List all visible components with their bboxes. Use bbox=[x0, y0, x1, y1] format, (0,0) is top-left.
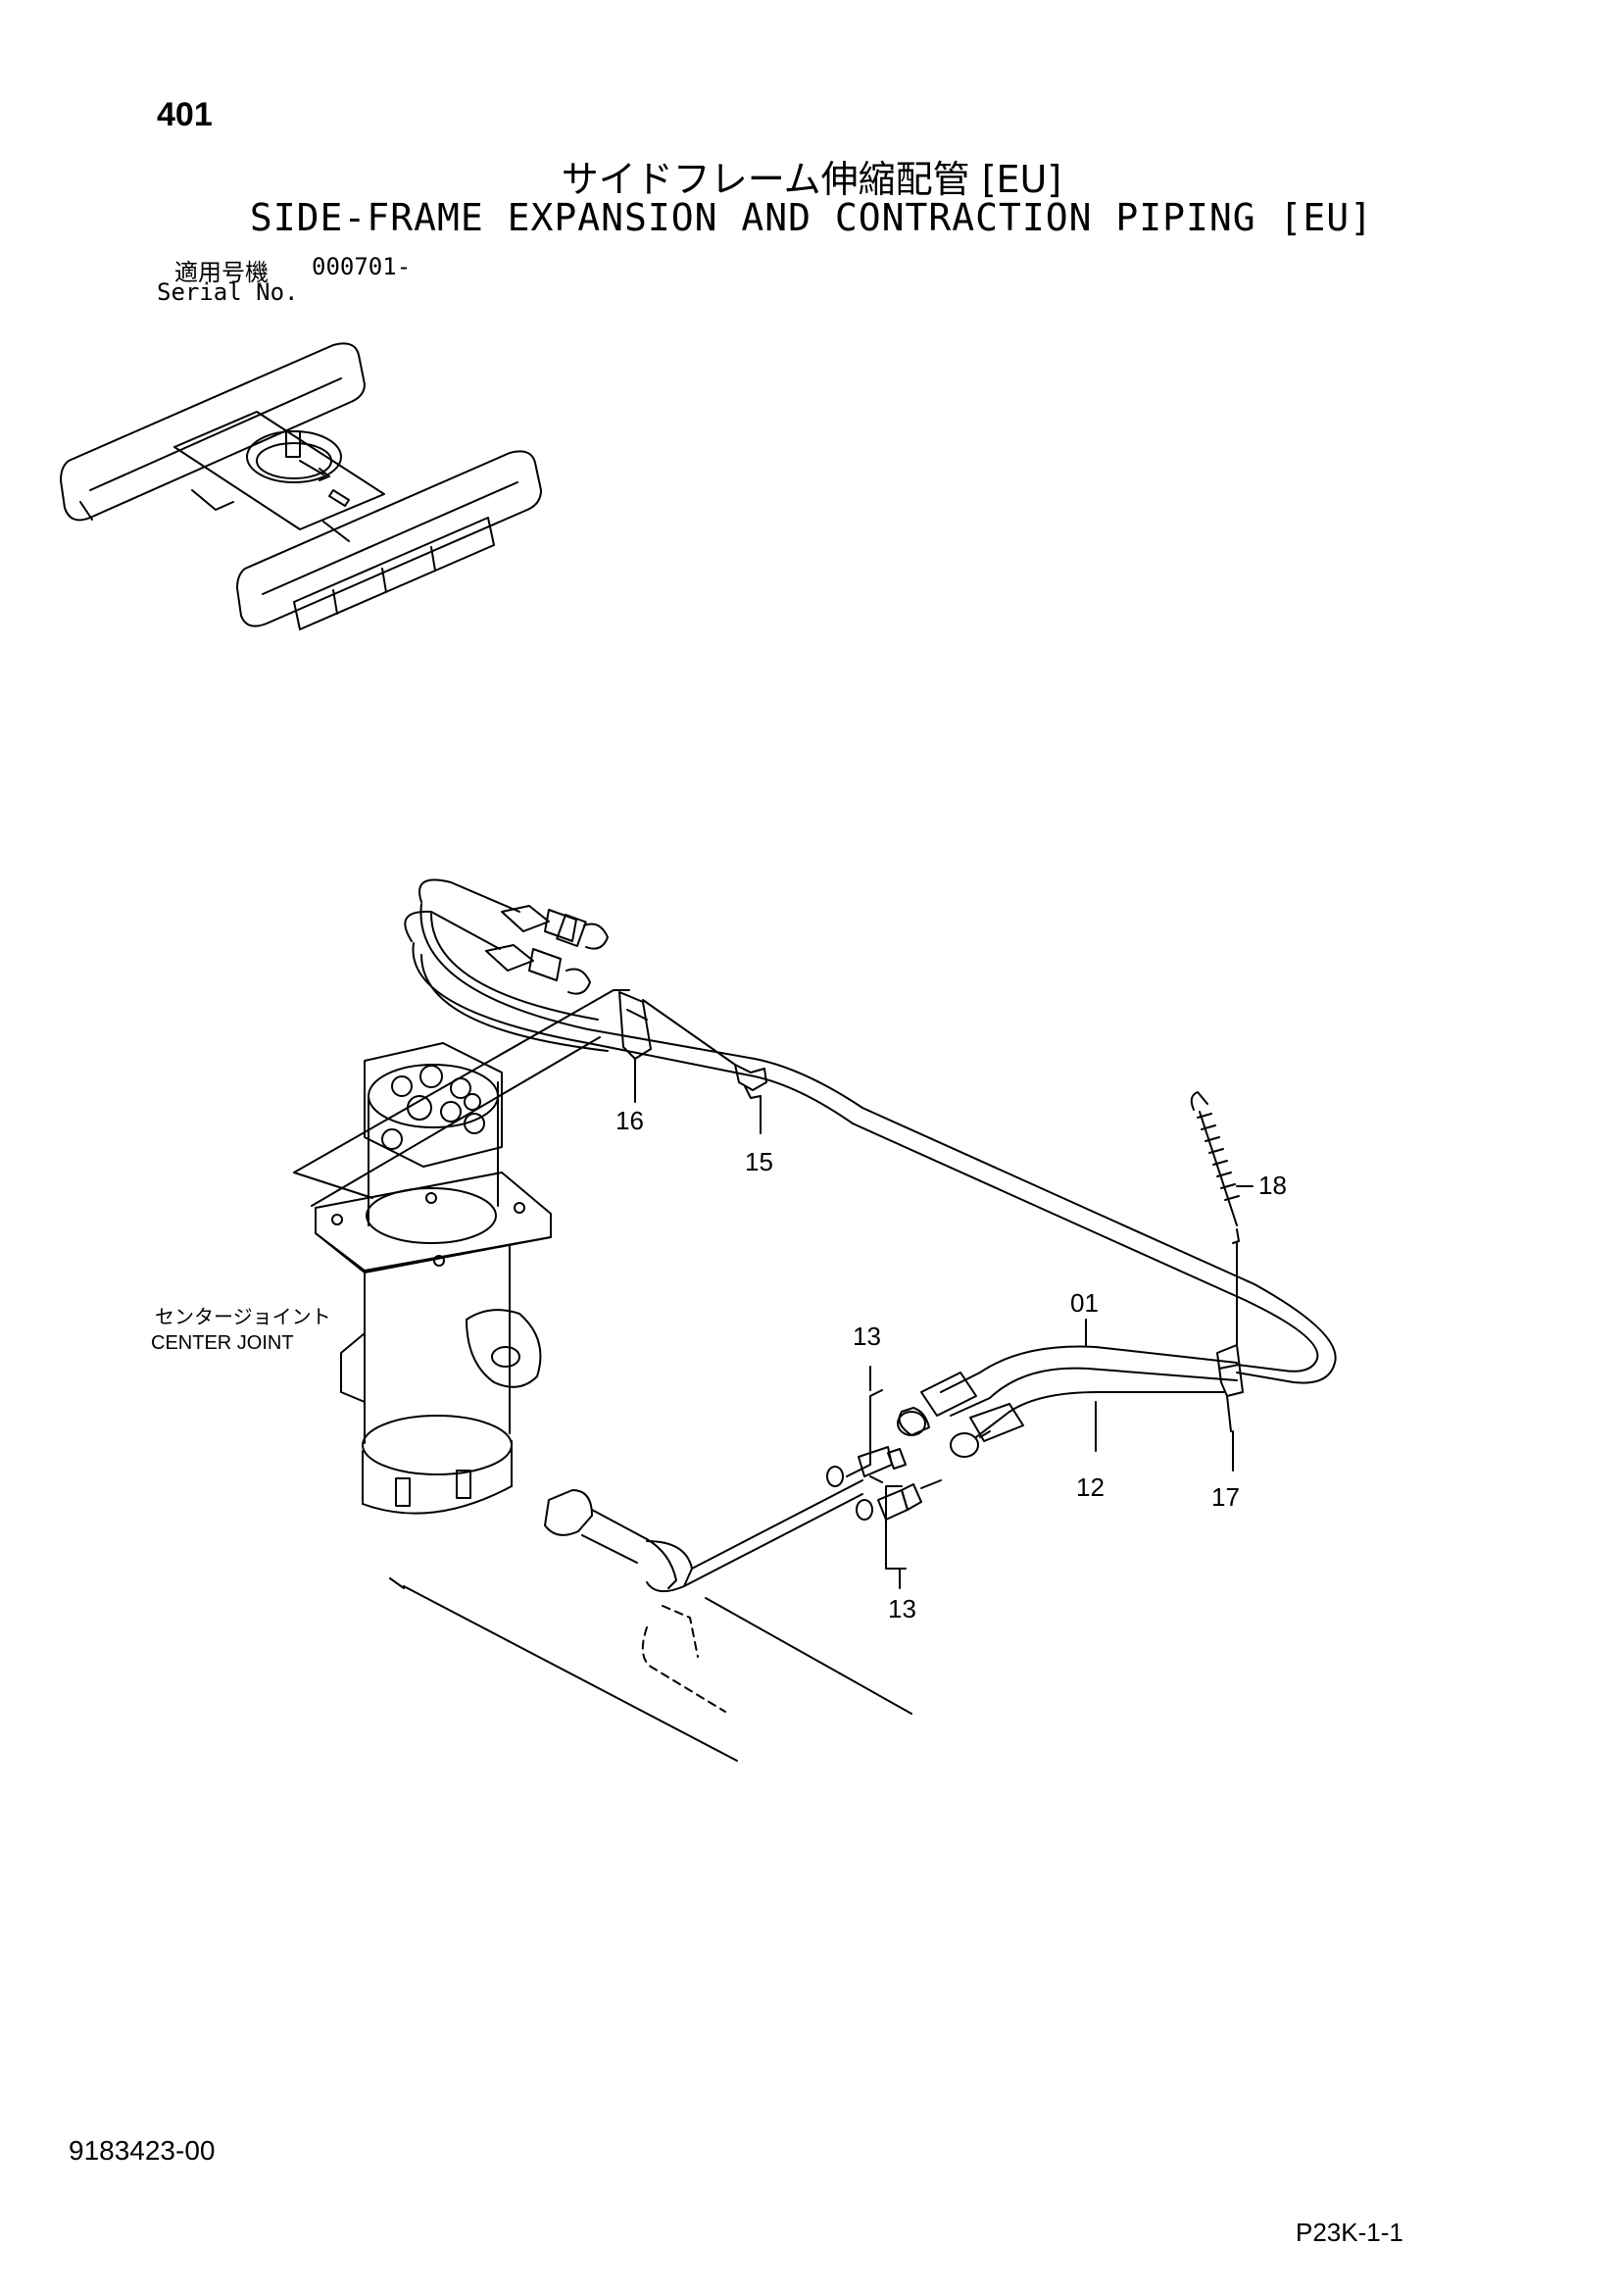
adapter-13 bbox=[826, 1389, 942, 1570]
page-code: P23K-1-1 bbox=[1296, 2218, 1403, 2247]
spring-18 bbox=[1190, 1091, 1240, 1346]
callout-16: 16 bbox=[615, 1106, 644, 1135]
page-title-english: SIDE-FRAME EXPANSION AND CONTRACTION PIP… bbox=[249, 196, 1374, 239]
clamp-16 bbox=[618, 991, 736, 1066]
callout-13-top: 13 bbox=[853, 1322, 881, 1351]
clamp-17 bbox=[1216, 1344, 1244, 1432]
callout-18: 18 bbox=[1258, 1171, 1287, 1200]
callout-leaders bbox=[634, 1058, 1254, 1589]
serial-label-english: Serial No. bbox=[157, 278, 299, 306]
bolt-15 bbox=[734, 1064, 767, 1099]
hose-assembly bbox=[404, 878, 1337, 1458]
document-number: 9183423-00 bbox=[69, 2135, 216, 2166]
serial-label-japanese: 適用号機 bbox=[174, 259, 269, 286]
callout-13-bottom: 13 bbox=[888, 1594, 916, 1623]
center-joint-label-jp: センタージョイント bbox=[155, 1306, 331, 1328]
callout-01: 01 bbox=[1070, 1288, 1099, 1318]
center-joint-label-en: CENTER JOINT bbox=[151, 1332, 294, 1354]
page-number: 401 bbox=[157, 96, 213, 133]
undercarriage-thumbnail bbox=[60, 342, 542, 630]
serial-number-value: 000701- bbox=[312, 253, 412, 280]
callout-12: 12 bbox=[1076, 1472, 1105, 1502]
center-joint bbox=[293, 989, 630, 1515]
page-title-japanese: サイドフレーム伸縮配管 [EU] bbox=[561, 158, 1062, 201]
callout-15: 15 bbox=[745, 1147, 773, 1176]
lower-pipe bbox=[389, 1479, 912, 1762]
callout-17: 17 bbox=[1211, 1482, 1240, 1512]
